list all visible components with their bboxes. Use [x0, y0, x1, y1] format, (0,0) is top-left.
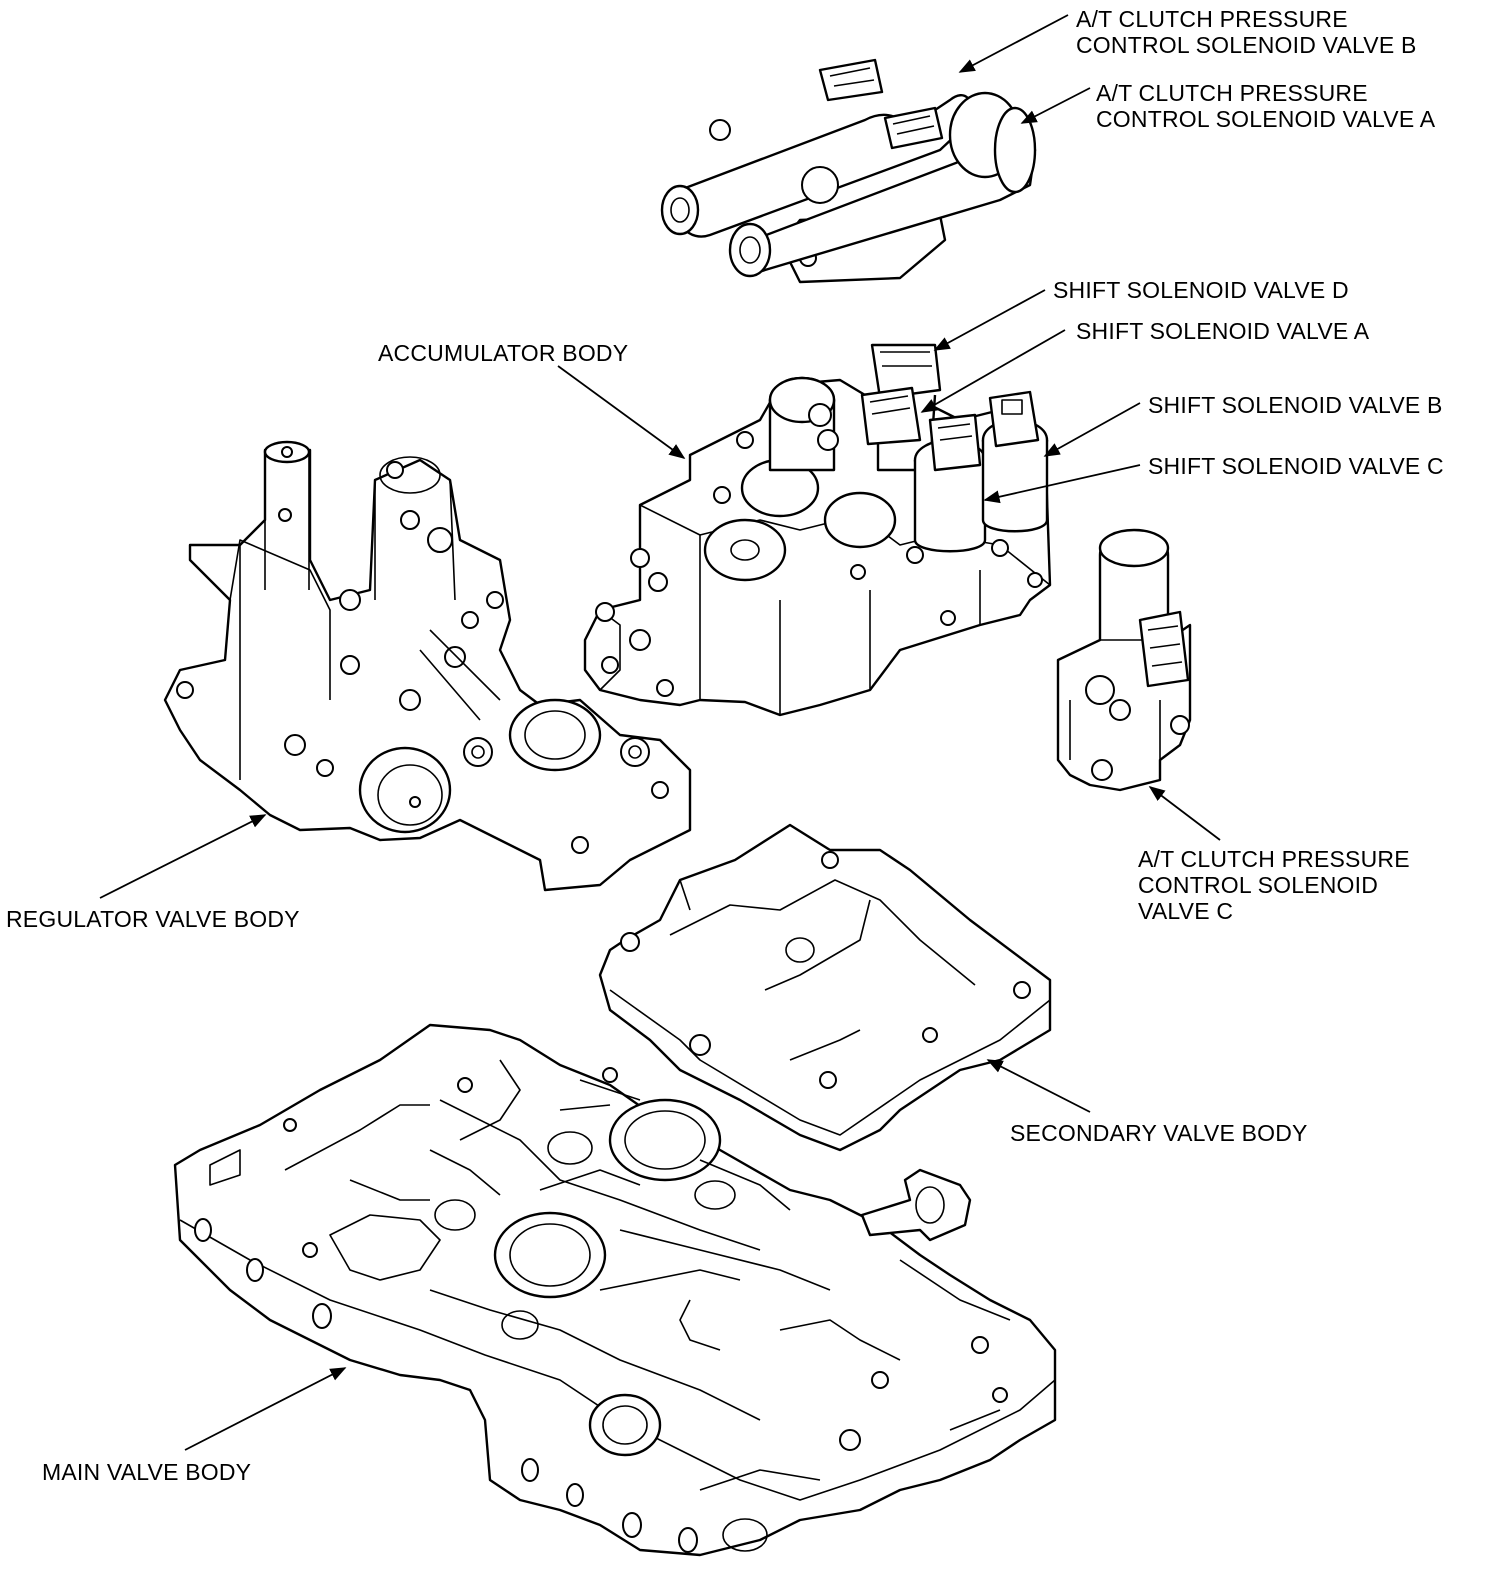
- label-clutch-solenoid-a-line2: CONTROL SOLENOID VALVE A: [1096, 106, 1436, 132]
- label-clutch-solenoid-c: A/T CLUTCH PRESSURE CONTROL SOLENOID VAL…: [1138, 846, 1410, 924]
- label-shift-solenoid-d: SHIFT SOLENOID VALVE D: [1053, 277, 1349, 303]
- label-main-valve-body: MAIN VALVE BODY: [42, 1459, 252, 1485]
- label-shift-solenoid-a: SHIFT SOLENOID VALVE A: [1076, 318, 1370, 344]
- label-clutch-solenoid-b-line2: CONTROL SOLENOID VALVE B: [1076, 32, 1417, 58]
- label-shift-solenoid-c: SHIFT SOLENOID VALVE C: [1148, 453, 1444, 479]
- secondary-valve-body: [598, 823, 1052, 1152]
- label-clutch-solenoid-c-line2: CONTROL SOLENOID: [1138, 872, 1379, 898]
- label-clutch-solenoid-b-line1: A/T CLUTCH PRESSURE: [1076, 6, 1348, 32]
- label-secondary-valve-body: SECONDARY VALVE BODY: [1010, 1120, 1308, 1146]
- accumulator-body: [583, 343, 1052, 717]
- label-clutch-solenoid-c-line1: A/T CLUTCH PRESSURE: [1138, 846, 1410, 872]
- label-shift-solenoid-b: SHIFT SOLENOID VALVE B: [1148, 392, 1443, 418]
- leader-lines: [99, 14, 1221, 1451]
- label-clutch-solenoid-a: A/T CLUTCH PRESSURE CONTROL SOLENOID VAL…: [1096, 80, 1435, 132]
- clutch-solenoid-ab-assembly: [660, 58, 1037, 284]
- clutch-solenoid-c: [1056, 528, 1192, 792]
- label-regulator-valve-body: REGULATOR VALVE BODY: [6, 906, 300, 932]
- main-valve-body: [173, 1023, 1057, 1557]
- label-clutch-solenoid-a-line1: A/T CLUTCH PRESSURE: [1096, 80, 1368, 106]
- label-clutch-solenoid-b: A/T CLUTCH PRESSURE CONTROL SOLENOID VAL…: [1076, 6, 1417, 58]
- label-clutch-solenoid-c-line3: VALVE C: [1138, 898, 1234, 924]
- regulator-valve-body: [163, 440, 692, 892]
- label-accumulator-body: ACCUMULATOR BODY: [378, 340, 629, 366]
